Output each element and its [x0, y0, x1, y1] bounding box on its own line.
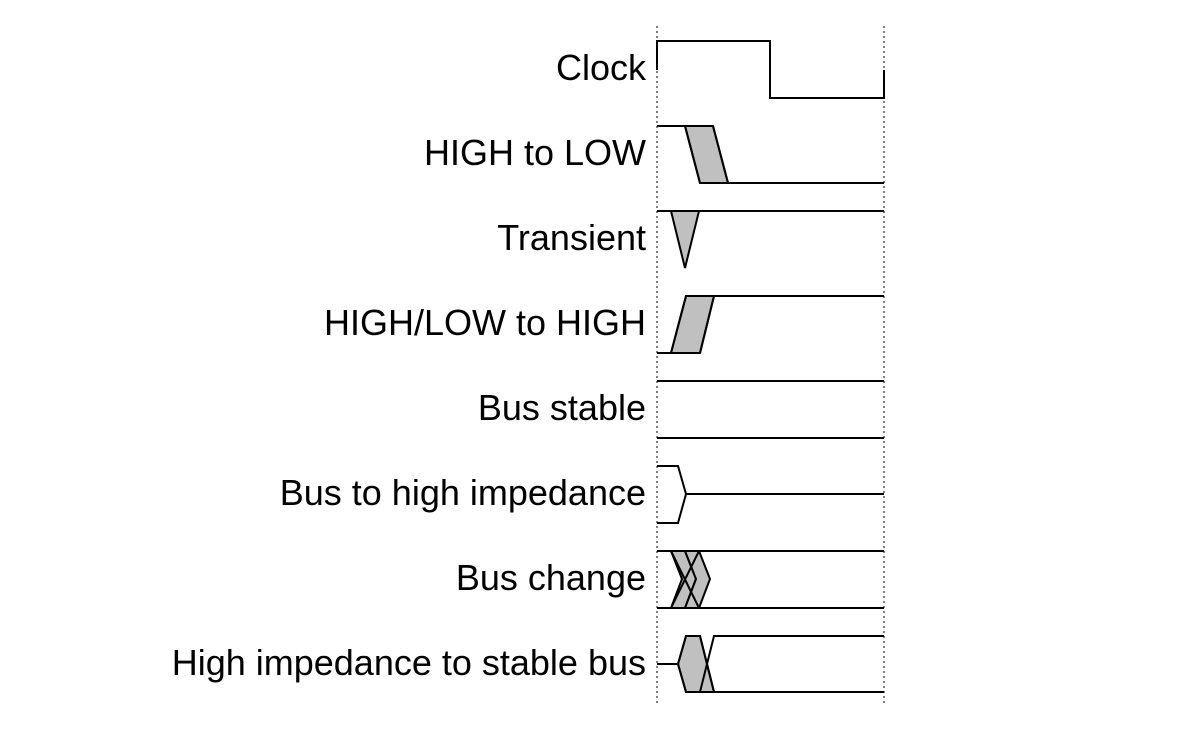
signal-label-highlow-to-high: HIGH/LOW to HIGH: [323, 302, 646, 343]
highlow-to-high-waveform-low: [699, 295, 715, 354]
high-impedance-to-stable-bus-waveform-top: [677, 635, 884, 693]
signal-label-bus-change: Bus change: [455, 557, 646, 598]
signal-label-bus-to-high-impedance: Bus to high impedance: [279, 472, 646, 513]
signal-label-high-to-low: HIGH to LOW: [423, 132, 646, 173]
signal-label-high-impedance-to-stable-bus: High impedance to stable bus: [171, 642, 646, 683]
high-to-low-waveform-tail: [712, 125, 884, 184]
clock-waveform: [656, 40, 885, 99]
signal-label-bus-stable: Bus stable: [477, 387, 646, 428]
signal-label-clock: Clock: [555, 47, 646, 88]
signal-label-transient: Transient: [497, 217, 646, 258]
bus-change-waveform-top: [657, 550, 884, 609]
bus-change-waveform-bottom: [657, 550, 884, 609]
high-to-low-waveform: [657, 125, 701, 184]
high-to-low-transition: [683, 125, 730, 184]
highlow-to-high-waveform: [657, 295, 884, 354]
transient-glitch: [669, 210, 701, 269]
high-impedance-to-stable-bus-waveform-bottom: [677, 635, 884, 693]
bus-to-high-impedance-waveform: [657, 465, 688, 524]
